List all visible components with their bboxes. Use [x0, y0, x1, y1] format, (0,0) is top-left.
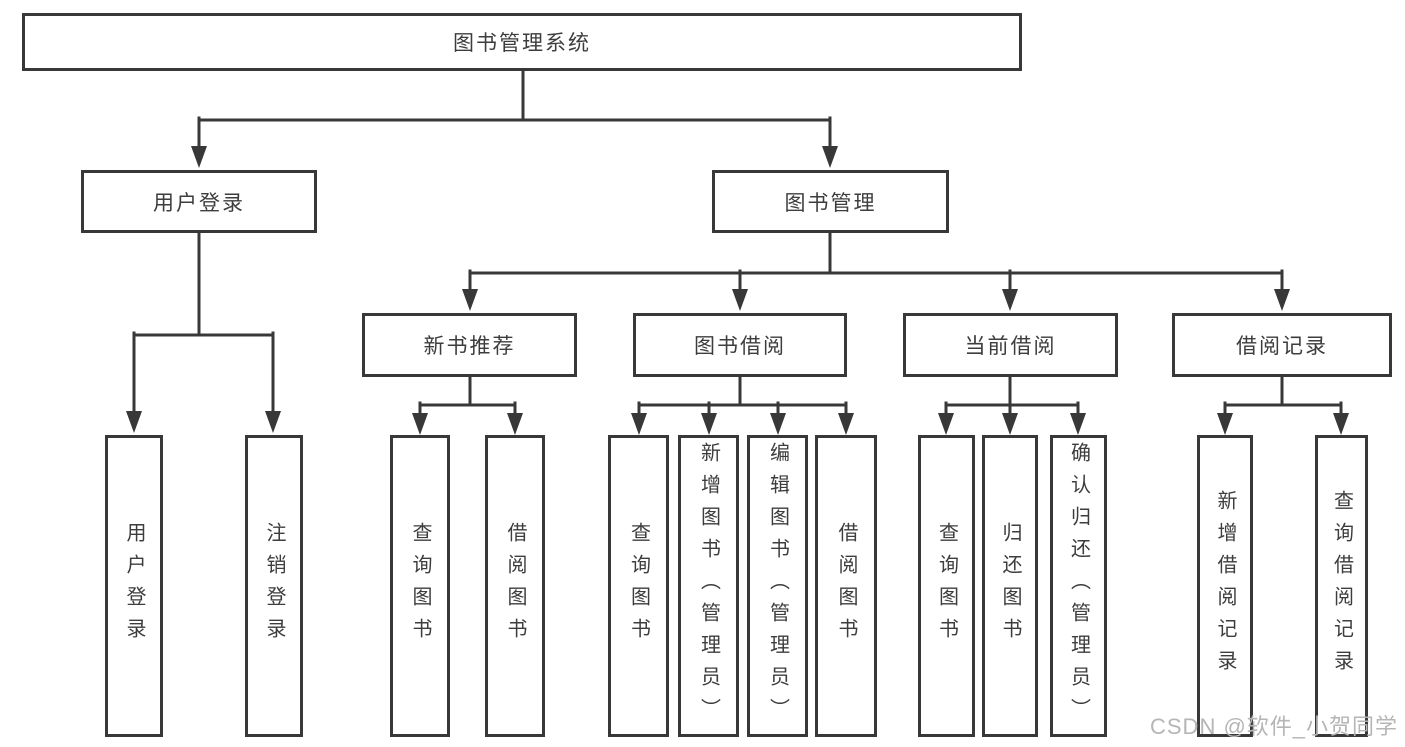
leaf-query-books-current: 查询图书	[918, 435, 975, 737]
edge-root-to-level2	[191, 68, 838, 168]
leaf-query-books-borrowing-label: 查询图书	[627, 522, 650, 650]
edge-borrowing-records-to-leaves	[1217, 375, 1349, 435]
leaf-query-books-recommend-label: 查询图书	[409, 522, 431, 650]
node-borrowing-records-label: 借阅记录	[1236, 335, 1328, 358]
edge-book-management-to-level3	[462, 231, 1290, 311]
leaf-borrow-books-recommend: 借阅图书	[485, 435, 545, 737]
leaf-logout-label: 注销登录	[263, 522, 285, 650]
leaf-logout: 注销登录	[245, 435, 303, 737]
leaf-return-books: 归还图书	[982, 435, 1038, 737]
edge-current-borrowing-to-leaves	[938, 375, 1086, 435]
leaf-user-login-label: 用户登录	[123, 522, 145, 650]
node-book-borrowing: 图书借阅	[633, 313, 847, 377]
leaf-borrow-books-recommend-label: 借阅图书	[504, 522, 526, 650]
node-current-borrowing: 当前借阅	[903, 313, 1118, 377]
node-current-borrowing-label: 当前借阅	[964, 335, 1057, 358]
node-new-book-recommendation: 新书推荐	[362, 313, 577, 377]
leaf-confirm-return-admin: 确认归还（管理员）	[1050, 435, 1107, 737]
edge-new-book-recommendation-to-leaves	[412, 375, 523, 435]
edge-book-borrowing-to-leaves	[631, 375, 854, 435]
leaf-query-books-borrowing: 查询图书	[608, 435, 669, 737]
node-user-login: 用户登录	[81, 170, 317, 233]
leaf-add-books-admin: 新增图书（管理员）	[678, 435, 739, 737]
node-book-management: 图书管理	[712, 170, 949, 233]
node-root: 图书管理系统	[22, 13, 1022, 71]
leaf-query-books-recommend: 查询图书	[390, 435, 450, 737]
node-book-borrowing-label: 图书借阅	[694, 335, 786, 358]
leaf-add-borrow-record-label: 新增借阅记录	[1214, 490, 1236, 682]
leaf-query-books-current-label: 查询图书	[935, 522, 958, 650]
leaf-user-login: 用户登录	[105, 435, 163, 737]
node-book-management-label: 图书管理	[784, 191, 877, 215]
leaf-add-borrow-record: 新增借阅记录	[1197, 435, 1253, 737]
node-user-login-label: 用户登录	[153, 191, 245, 215]
leaf-query-borrow-record: 查询借阅记录	[1315, 435, 1368, 737]
leaf-query-borrow-record-label: 查询借阅记录	[1330, 490, 1353, 682]
leaf-edit-books-admin-label: 编辑图书（管理员）	[766, 442, 789, 730]
node-root-label: 图书管理系统	[453, 32, 591, 55]
watermark: CSDN @软件_小贺同学	[1150, 714, 1399, 739]
leaf-borrow-books-borrowing: 借阅图书	[815, 435, 877, 737]
leaf-add-books-admin-label: 新增图书（管理员）	[697, 442, 720, 730]
leaf-return-books-label: 归还图书	[999, 522, 1021, 650]
node-new-book-recommendation-label: 新书推荐	[423, 335, 516, 358]
leaf-confirm-return-admin-label: 确认归还（管理员）	[1067, 442, 1090, 730]
node-borrowing-records: 借阅记录	[1172, 313, 1392, 377]
edge-user-login-to-leaves	[126, 231, 281, 433]
leaf-edit-books-admin: 编辑图书（管理员）	[747, 435, 808, 737]
leaf-borrow-books-borrowing-label: 借阅图书	[835, 522, 857, 650]
